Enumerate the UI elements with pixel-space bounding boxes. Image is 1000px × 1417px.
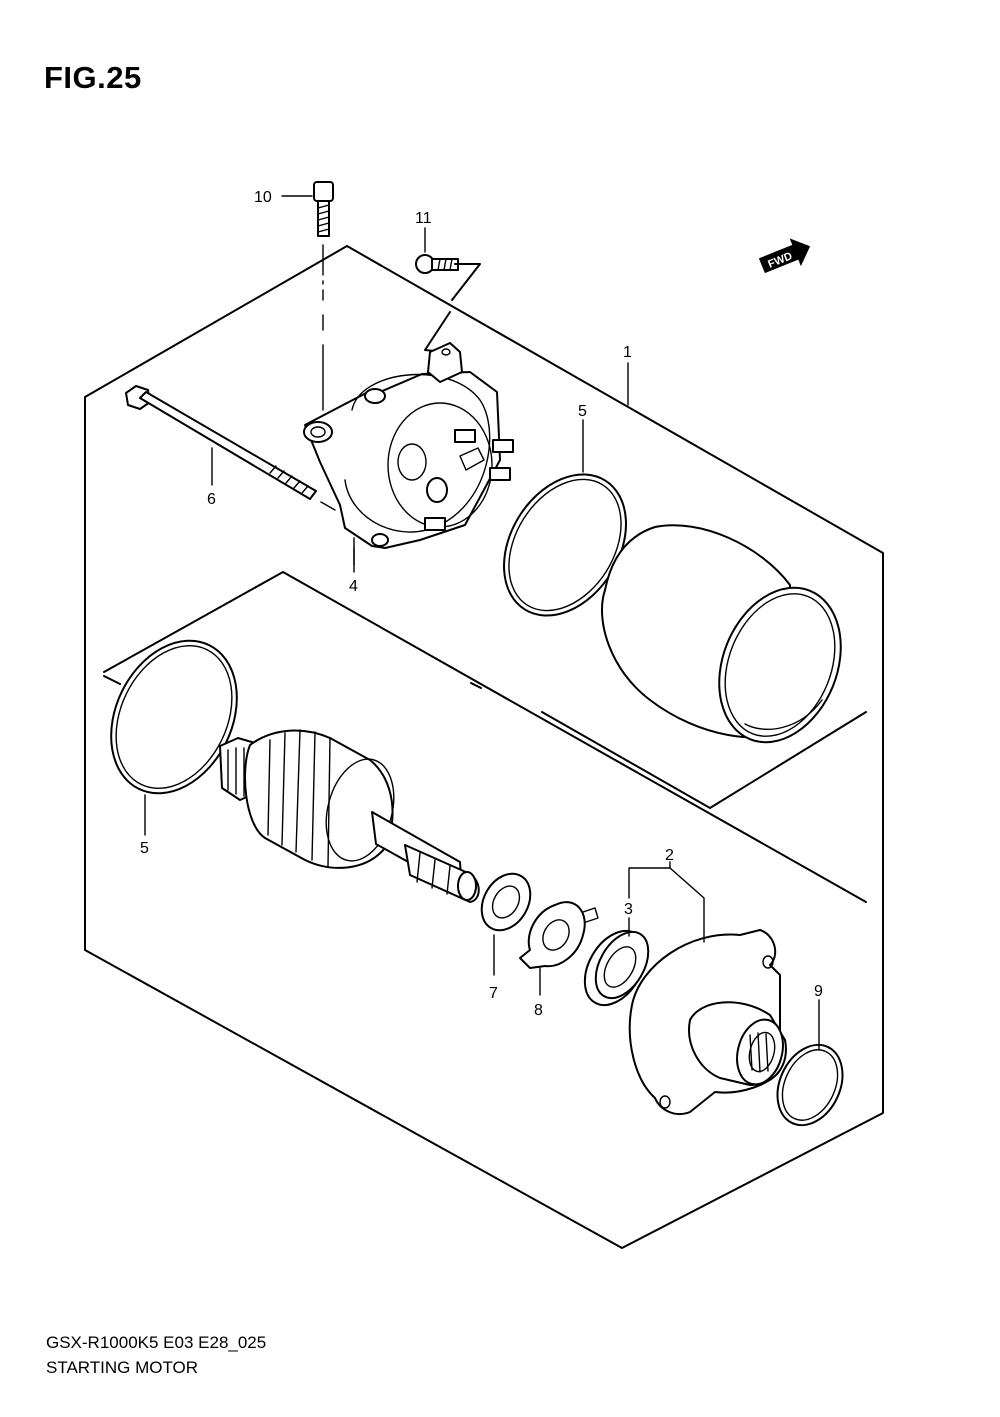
armature <box>219 729 480 903</box>
brush-holder-4 <box>303 342 514 566</box>
figure-title: FIG.25 <box>44 60 142 95</box>
screw-11 <box>415 254 481 353</box>
callout-11: 11 <box>415 210 432 227</box>
callout-3: 3 <box>624 901 633 918</box>
callout-5-lower: 5 <box>140 840 149 857</box>
long-bolt-6 <box>125 385 336 511</box>
lock-washer-8 <box>519 901 599 996</box>
fwd-arrow-icon: FWD <box>758 238 811 274</box>
washer-7 <box>480 872 532 976</box>
motor-yoke <box>601 524 842 744</box>
housing-end-2 <box>628 929 787 1116</box>
callout-6: 6 <box>207 491 216 508</box>
callout-2: 2 <box>665 847 674 864</box>
oil-seal-3 <box>583 930 650 1006</box>
callout-9: 9 <box>814 983 823 1000</box>
bolt-10 <box>313 181 334 411</box>
callout-10: 10 <box>254 189 272 206</box>
diagram-title: STARTING MOTOR <box>46 1358 199 1377</box>
model-code: GSX-R1000K5 E03 E28_025 <box>46 1333 267 1352</box>
o-ring-9 <box>776 1043 844 1127</box>
callout-8: 8 <box>534 1002 543 1019</box>
callout-7: 7 <box>489 985 498 1002</box>
callout-5-upper: 5 <box>578 403 587 420</box>
leader-lines <box>144 195 820 1051</box>
callout-4: 4 <box>349 578 358 595</box>
callout-1: 1 <box>623 344 632 361</box>
fwd-label: FWD <box>766 250 794 271</box>
assembly-outline <box>84 245 884 1249</box>
